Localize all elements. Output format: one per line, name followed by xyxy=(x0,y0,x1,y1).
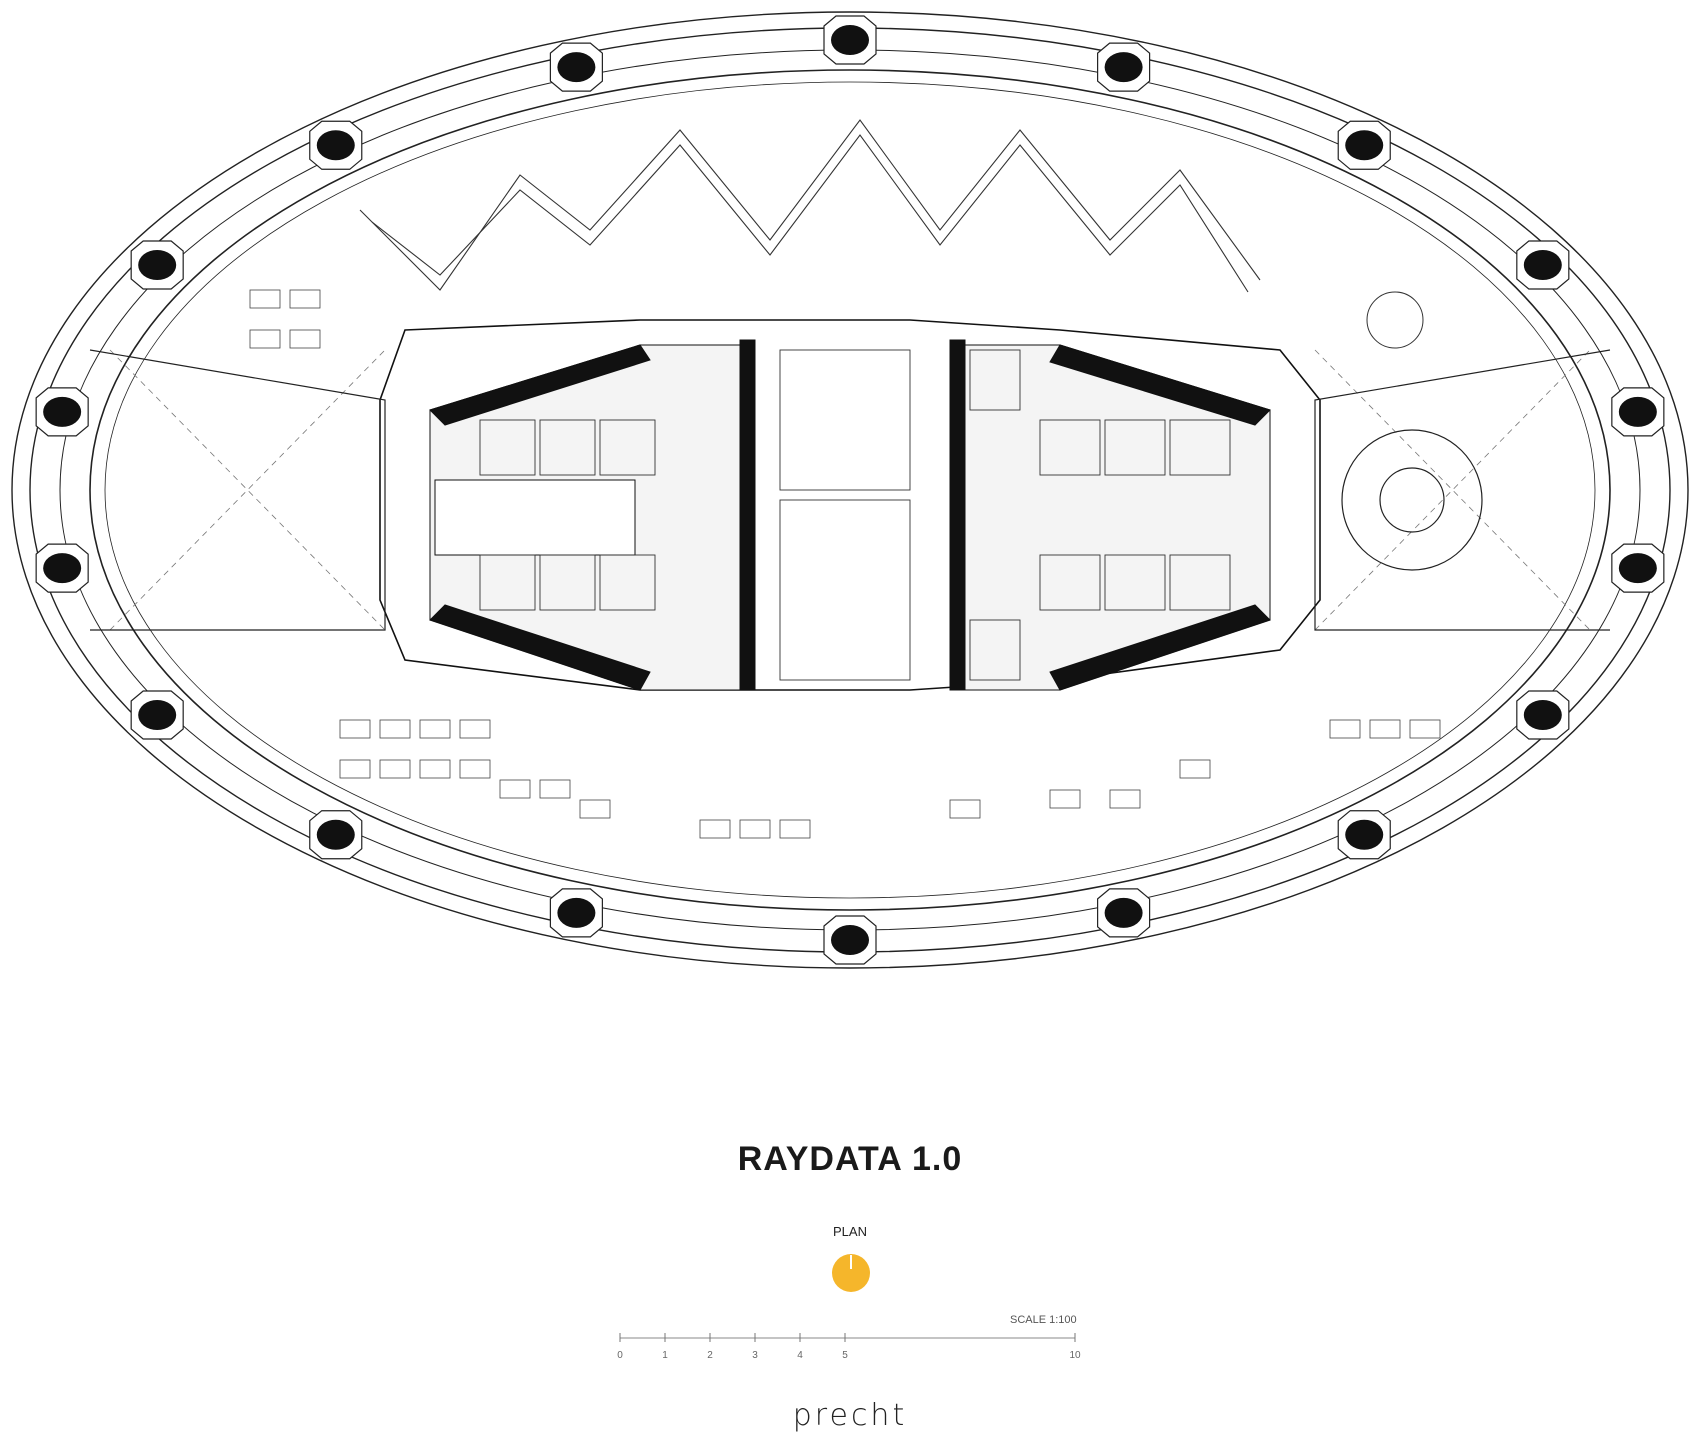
column xyxy=(35,543,89,593)
core-room xyxy=(779,499,911,681)
column-core xyxy=(43,553,82,584)
view-label: PLAN xyxy=(833,1224,867,1239)
firm-logo: precht xyxy=(792,1398,908,1433)
column xyxy=(1611,387,1665,437)
desk xyxy=(339,719,371,739)
core-room xyxy=(479,554,536,611)
desk xyxy=(249,329,281,349)
desk xyxy=(1179,759,1211,779)
drawing-title: RAYDATA 1.0 xyxy=(737,1140,963,1178)
scale-tick-label: 2 xyxy=(707,1350,713,1361)
column-core xyxy=(316,130,355,161)
column xyxy=(549,888,603,938)
desk xyxy=(1409,719,1441,739)
desk xyxy=(949,799,981,819)
column-core xyxy=(1104,897,1143,928)
column xyxy=(549,42,603,92)
desk xyxy=(539,779,571,799)
column-core xyxy=(1618,553,1657,584)
desk xyxy=(339,759,371,779)
scale-bar: 0 1 2 3 4 5 10 xyxy=(617,1333,1081,1361)
desk xyxy=(1369,719,1401,739)
desk xyxy=(459,759,491,779)
column xyxy=(130,690,184,740)
column xyxy=(130,240,184,290)
round-table xyxy=(1366,291,1424,349)
scale-tick-label: 0 xyxy=(617,1350,623,1361)
desk xyxy=(1109,789,1141,809)
column-core xyxy=(1523,700,1562,730)
void-edges xyxy=(89,349,1611,631)
column-core xyxy=(1345,819,1384,850)
column-group xyxy=(35,15,1665,965)
desk xyxy=(459,719,491,739)
core-room xyxy=(479,419,536,476)
column xyxy=(823,15,877,65)
column xyxy=(1097,888,1151,938)
column xyxy=(1516,240,1570,290)
zig-zag-benches xyxy=(359,119,1261,293)
core-room xyxy=(1104,419,1166,476)
column-core xyxy=(138,700,177,730)
column xyxy=(309,120,363,170)
desk xyxy=(779,819,811,839)
core-room xyxy=(969,619,1021,681)
scale-tick-label: 4 xyxy=(797,1350,803,1361)
column xyxy=(823,915,877,965)
desk xyxy=(379,719,411,739)
core-room xyxy=(779,349,911,491)
desk xyxy=(1329,719,1361,739)
desk xyxy=(419,719,451,739)
core-room xyxy=(1104,554,1166,611)
column-core xyxy=(557,52,596,83)
desk xyxy=(379,759,411,779)
desk xyxy=(289,289,321,309)
column xyxy=(1337,810,1391,860)
desk xyxy=(289,329,321,349)
core-outline xyxy=(379,319,1321,691)
column xyxy=(309,810,363,860)
scale-tick-label: 5 xyxy=(842,1350,848,1361)
core-room xyxy=(539,419,596,476)
column-core xyxy=(831,25,869,55)
core-room xyxy=(1039,419,1101,476)
core-room xyxy=(599,419,656,476)
core-room xyxy=(539,554,596,611)
scale-tick-label: 10 xyxy=(1069,1350,1081,1361)
scale-tick-label: 1 xyxy=(662,1350,668,1361)
scale-label: SCALE 1:100 xyxy=(1010,1314,1077,1326)
desk xyxy=(499,779,531,799)
core-room xyxy=(969,349,1021,411)
column xyxy=(1097,42,1151,92)
workstations xyxy=(249,289,1441,839)
column xyxy=(35,387,89,437)
core-rooms xyxy=(479,349,1231,681)
floor-plan xyxy=(11,11,1689,969)
desk xyxy=(1049,789,1081,809)
column-core xyxy=(557,897,596,928)
north-marker-tick xyxy=(850,1255,852,1269)
core-room xyxy=(1039,554,1101,611)
desk xyxy=(419,759,451,779)
core-room xyxy=(599,554,656,611)
column xyxy=(1516,690,1570,740)
column-core xyxy=(1104,52,1143,83)
column-core xyxy=(316,819,355,850)
column xyxy=(1337,120,1391,170)
scale-tick-label: 3 xyxy=(752,1350,758,1361)
column-core xyxy=(138,250,177,280)
column-core xyxy=(1618,396,1657,427)
column-core xyxy=(1345,130,1384,161)
desk xyxy=(249,289,281,309)
desk xyxy=(739,819,771,839)
column xyxy=(1611,543,1665,593)
desk xyxy=(699,819,731,839)
column-core xyxy=(43,396,82,427)
column-core xyxy=(831,925,869,955)
desk xyxy=(579,799,611,819)
core-room xyxy=(1169,419,1231,476)
column-core xyxy=(1523,250,1562,280)
core-room xyxy=(1169,554,1231,611)
